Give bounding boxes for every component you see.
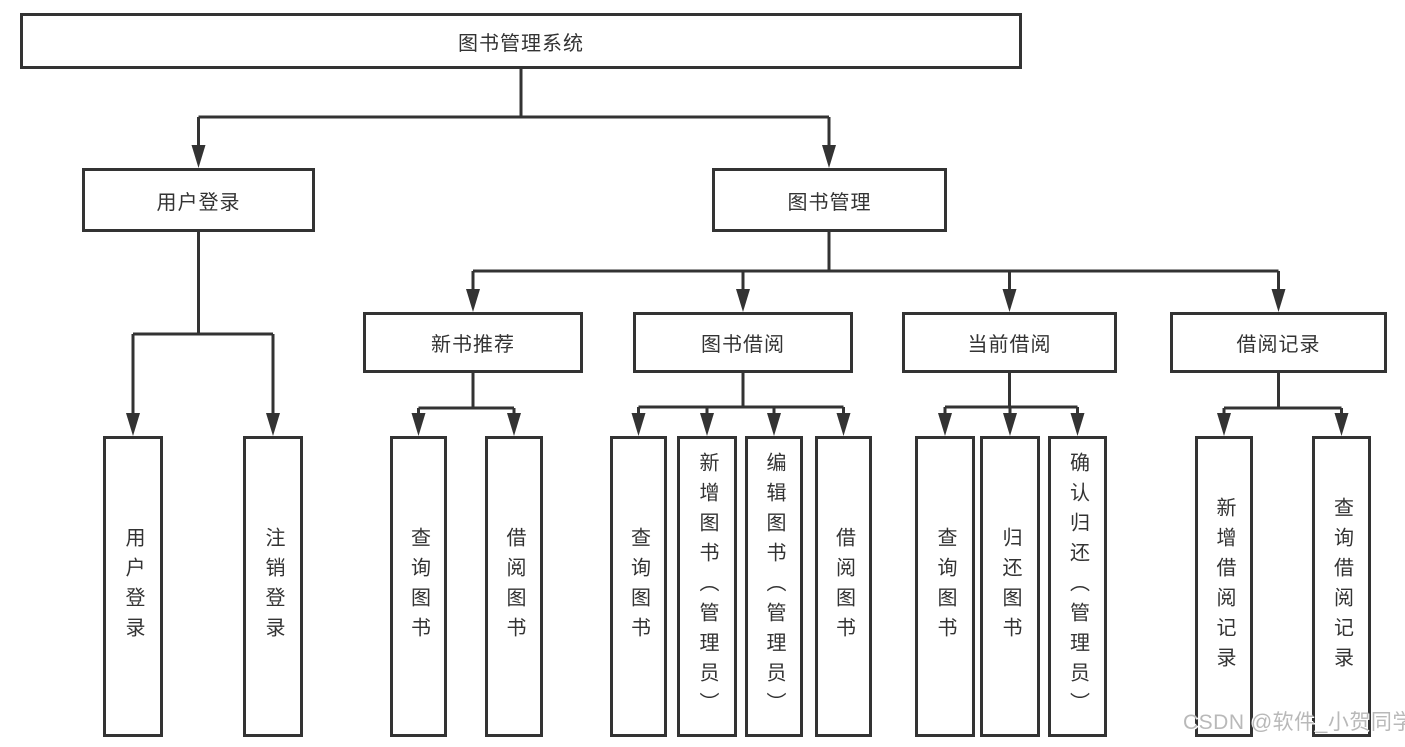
leaf-add-borrow-record-label: 新增借阅记录 — [1213, 496, 1235, 677]
arrow-down-icon — [631, 413, 646, 436]
leaf-query-books-1: 查询图书 — [390, 436, 447, 737]
node-root-label: 图书管理系统 — [458, 32, 584, 55]
arrow-down-icon — [1271, 289, 1286, 312]
node-book-management-label: 图书管理 — [787, 191, 872, 214]
node-new-book-recommend-label: 新书推荐 — [431, 334, 515, 356]
arrow-down-icon — [411, 413, 426, 436]
connector-borrow-record-group — [1222, 373, 1343, 416]
leaf-query-borrow-record: 查询借阅记录 — [1312, 436, 1371, 737]
node-book-borrow-label: 图书借阅 — [701, 334, 785, 356]
leaf-query-books-2: 查询图书 — [610, 436, 667, 737]
leaf-borrow-books-1-label: 借阅图书 — [503, 526, 525, 647]
leaf-logout-label: 注销登录 — [262, 526, 284, 647]
node-current-borrow: 当前借阅 — [902, 312, 1117, 373]
node-book-management: 图书管理 — [712, 168, 947, 232]
connector-book-borrow-group — [637, 373, 845, 416]
leaf-user-login: 用户登录 — [103, 436, 163, 737]
connector-user-login-group — [131, 232, 275, 414]
arrow-down-icon — [1003, 413, 1017, 436]
node-root: 图书管理系统 — [20, 13, 1022, 69]
leaf-confirm-return-admin-label: 确认归还（管理员） — [1066, 451, 1089, 722]
leaf-add-borrow-record: 新增借阅记录 — [1195, 436, 1253, 737]
leaf-return-books-label: 归还图书 — [999, 526, 1021, 647]
leaf-edit-book-admin: 编辑图书（管理员） — [745, 436, 803, 737]
arrow-down-icon — [191, 145, 206, 168]
node-current-borrow-label: 当前借阅 — [967, 334, 1052, 356]
node-new-book-recommend: 新书推荐 — [363, 312, 583, 373]
connector-book-mgmt-to-level3 — [471, 232, 1280, 290]
leaf-user-login-label: 用户登录 — [122, 526, 144, 647]
arrow-down-icon — [1217, 413, 1231, 436]
leaf-return-books: 归还图书 — [980, 436, 1040, 737]
leaf-query-books-2-label: 查询图书 — [627, 526, 650, 647]
arrow-down-icon — [1002, 289, 1017, 312]
leaf-borrow-books-2-label: 借阅图书 — [832, 526, 855, 647]
node-borrow-records-label: 借阅记录 — [1236, 334, 1321, 356]
connector-new-book-group — [417, 373, 516, 416]
leaf-query-books-3: 查询图书 — [915, 436, 975, 737]
arrow-down-icon — [126, 413, 140, 436]
leaf-query-books-3-label: 查询图书 — [934, 526, 956, 647]
leaf-query-borrow-record-label: 查询借阅记录 — [1330, 496, 1353, 677]
arrow-down-icon — [736, 289, 750, 312]
node-book-borrow: 图书借阅 — [633, 312, 853, 373]
arrow-down-icon — [700, 413, 714, 436]
arrow-down-icon — [1070, 413, 1085, 436]
leaf-borrow-books-1: 借阅图书 — [485, 436, 543, 737]
arrow-down-icon — [836, 413, 851, 436]
arrow-down-icon — [466, 289, 480, 312]
leaf-confirm-return-admin: 确认归还（管理员） — [1048, 436, 1107, 737]
leaf-add-book-admin-label: 新增图书（管理员） — [696, 451, 718, 722]
arrow-down-icon — [767, 413, 781, 436]
node-user-login: 用户登录 — [82, 168, 315, 232]
leaf-add-book-admin: 新增图书（管理员） — [677, 436, 737, 737]
arrow-down-icon — [938, 413, 952, 436]
connector-current-borrow-group — [943, 373, 1079, 416]
leaf-borrow-books-2: 借阅图书 — [815, 436, 872, 737]
leaf-edit-book-admin-label: 编辑图书（管理员） — [763, 451, 785, 722]
connector-root-to-level2 — [197, 69, 831, 146]
leaf-logout: 注销登录 — [243, 436, 303, 737]
leaf-query-books-1-label: 查询图书 — [407, 526, 430, 647]
arrow-down-icon — [507, 413, 521, 436]
arrow-down-icon — [1334, 413, 1349, 436]
node-borrow-records: 借阅记录 — [1170, 312, 1387, 373]
node-user-login-label: 用户登录 — [156, 191, 241, 214]
arrow-down-icon — [822, 145, 836, 168]
arrow-down-icon — [266, 413, 280, 436]
watermark: CSDN @软件_小贺同学 — [1183, 711, 1405, 734]
